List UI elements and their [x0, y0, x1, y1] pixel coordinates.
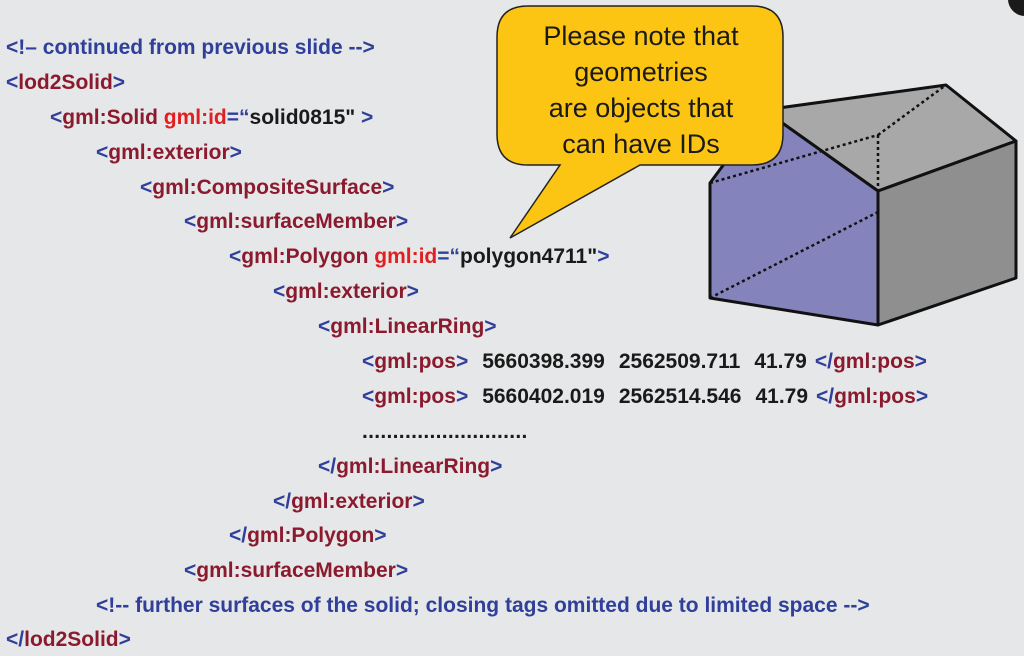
tag-name: lod2Solid: [24, 628, 119, 651]
code-line-exterior-open-2: <gml:exterior>: [273, 280, 419, 304]
callout-line: are objects that: [548, 93, 734, 123]
tag-name: gml:exterior: [291, 490, 413, 513]
tag-name: lod2Solid: [18, 71, 113, 94]
bracket: >: [455, 350, 469, 373]
tag-name: gml:LinearRing: [336, 455, 491, 478]
tag-name: gml:exterior: [285, 280, 407, 303]
bracket: >: [229, 141, 242, 164]
code-comment-continued: <!– continued from previous slide -->: [6, 36, 375, 59]
attr-value: solid0815": [249, 106, 356, 129]
tag-name: gml:Solid: [62, 106, 164, 129]
code-line-compositesurface-open: <gml:CompositeSurface>: [140, 176, 394, 200]
code-line-lod2solid-close: </lod2Solid>: [6, 628, 131, 652]
bracket: >: [915, 385, 929, 408]
hidden-edge: [709, 210, 879, 300]
bracket: </: [229, 524, 248, 547]
bracket: <: [184, 210, 197, 233]
speech-bubble-shape: [496, 5, 784, 239]
bracket: </: [816, 385, 835, 408]
tag-name: gml:Polygon: [247, 524, 375, 547]
bracket: >: [112, 71, 126, 94]
coord-z: 41.79: [755, 385, 809, 408]
code-line-surfacemember-2: <gml:surfaceMember>: [184, 559, 408, 583]
code-line-linearring-open: <gml:LinearRing>: [318, 315, 497, 339]
hidden-edge: [877, 83, 947, 137]
code-line-exterior-open: <gml:exterior>: [96, 141, 242, 165]
tag-name: gml:Polygon: [241, 245, 375, 268]
hidden-edge: [709, 133, 879, 185]
code-ellipsis: ...........................: [362, 420, 528, 443]
bracket: </: [273, 490, 292, 513]
coord-x: 5660402.019: [482, 385, 605, 408]
bracket: <: [50, 106, 63, 129]
tag-name: gml:CompositeSurface: [152, 176, 383, 199]
bracket: >: [914, 350, 927, 373]
callout-line: geometries: [574, 57, 708, 87]
bracket: >: [374, 524, 387, 547]
bracket: >: [382, 176, 395, 199]
coord-y: 2562514.546: [618, 385, 742, 408]
tag-name: gml:surfaceMember: [196, 210, 396, 233]
bracket: <: [184, 559, 197, 582]
code-line-linearring-close: </gml:LinearRing>: [318, 455, 502, 479]
coord-x: 5660398.399: [482, 350, 605, 373]
speech-bubble-text: Please note that geometries are objects …: [500, 18, 782, 162]
bracket: >: [484, 315, 497, 338]
callout-line: can have IDs: [562, 129, 720, 159]
attr-name: gml:id: [374, 245, 438, 268]
attr-value: polygon4711": [460, 245, 598, 268]
bracket: <: [273, 280, 286, 303]
code-line-solid-open: <gml:Solid gml:id=“solid0815" >: [50, 106, 373, 130]
bracket: >: [455, 385, 469, 408]
code-line-polygon-open: <gml:Polygon gml:id=“polygon4711">: [229, 245, 609, 269]
tag-name: gml:pos: [374, 385, 456, 408]
bracket: >: [597, 245, 610, 268]
tag-name: gml:pos: [834, 385, 916, 408]
bracket: >: [355, 106, 374, 129]
bracket: >: [395, 210, 409, 233]
attr-eq: =“: [437, 245, 461, 268]
callout-line: Please note that: [543, 21, 739, 51]
code-line-exterior-close: </gml:exterior>: [273, 490, 425, 514]
bracket: <: [362, 350, 375, 373]
tag-name: gml:surfaceMember: [196, 559, 396, 582]
code-line-lod2solid-open: <lod2Solid>: [6, 71, 125, 95]
code-comment-further-surfaces: <!-- further surfaces of the solid; clos…: [96, 594, 870, 617]
bracket: <: [229, 245, 242, 268]
code-line-surfacemember-open: <gml:surfaceMember>: [184, 210, 408, 234]
attr-name: gml:id: [163, 106, 227, 129]
code-line-polygon-close: </gml:Polygon>: [229, 524, 387, 548]
bracket: </: [814, 350, 833, 373]
coord-y: 2562509.711: [618, 350, 741, 373]
tag-name: gml:exterior: [108, 141, 230, 164]
bracket: >: [406, 280, 419, 303]
bracket: >: [395, 559, 409, 582]
bracket: >: [412, 490, 425, 513]
bracket: </: [318, 455, 337, 478]
bracket: <: [6, 71, 19, 94]
bracket: <: [318, 315, 331, 338]
tag-name: gml:pos: [832, 350, 915, 373]
bracket: >: [490, 455, 503, 478]
bracket: <: [362, 385, 375, 408]
tag-name: gml:LinearRing: [330, 315, 485, 338]
bracket: <: [140, 176, 153, 199]
bracket: </: [6, 628, 25, 651]
bracket: >: [118, 628, 131, 651]
attr-eq: =“: [226, 106, 250, 129]
tag-name: gml:pos: [374, 350, 456, 373]
bracket: <: [96, 141, 109, 164]
coord-z: 41.79: [754, 350, 807, 373]
